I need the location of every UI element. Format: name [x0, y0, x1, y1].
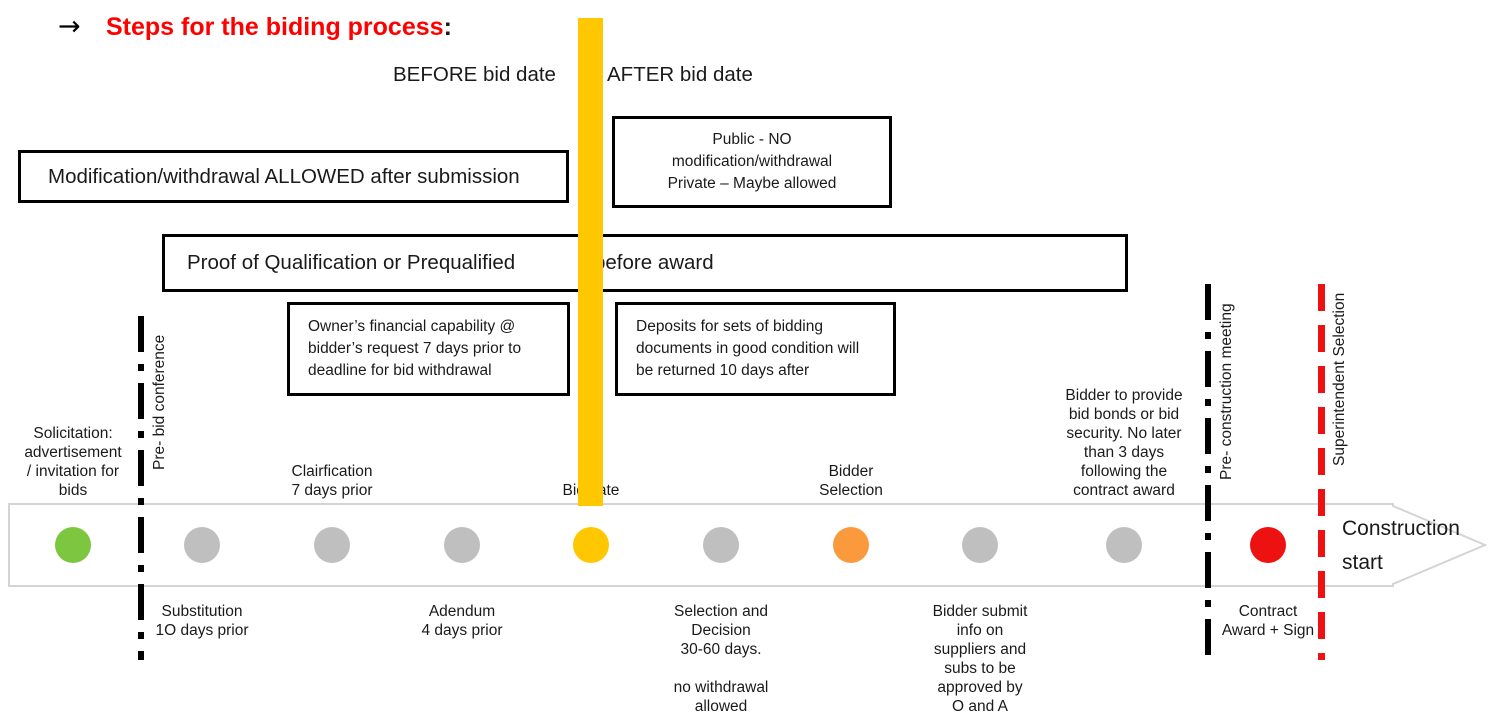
milestone-caption-above-solicitation: Solicitation: advertisement / invitation f… [0, 424, 148, 500]
page-title: Steps for the biding process: [106, 10, 452, 44]
callout-public-private-line-2: modification/withdrawal [671, 153, 833, 170]
milestone-dot-contract-award[interactable] [1250, 527, 1286, 563]
milestone-caption-line: contract award [1073, 482, 1175, 499]
construction-start-line: start [1342, 551, 1383, 574]
milestone-caption-line: allowed [694, 698, 748, 715]
milestone-dot-bid-date[interactable] [573, 527, 609, 563]
milestone-caption-below-bidder-submit-info: Bidder submit info on suppliers and subs to… [905, 602, 1055, 716]
milestone-caption-above-clarification: Clairfication 7 days prior [257, 462, 407, 500]
callout-owner-financial-line-2: bidder’s request 7 days prior to [308, 340, 522, 357]
milestone-dot-bidder-selection[interactable] [833, 527, 869, 563]
divider-label-superintendent-selection: Superintendent Selection [1331, 292, 1348, 466]
callout-owner-financial-capability: Owner’s financial capability @ bidder’s … [287, 302, 570, 396]
milestone-caption-line: Selection [819, 482, 883, 499]
title-arrow-icon: → [58, 11, 81, 42]
milestone-dot-solicitation[interactable] [55, 527, 91, 563]
callout-modification-allowed: Modification/withdrawal ALLOWED after su… [18, 150, 569, 203]
milestone-dot-substitution[interactable] [184, 527, 220, 563]
milestone-caption-line: following the [1080, 463, 1168, 480]
milestone-caption-line: Bidder submit [932, 603, 1028, 620]
milestone-caption-line: Substitution [161, 603, 243, 620]
divider-line-superintendent-selection [1318, 284, 1325, 660]
bid-date-divider-bar [578, 18, 603, 506]
callout-public-private-line-1: Public - NO [712, 131, 792, 148]
milestone-caption-line: 7 days prior [291, 482, 373, 499]
callout-owner-financial-text: Owner’s financial capability @ bidder’s … [290, 316, 567, 382]
milestone-dot-bidder-submit-info[interactable] [962, 527, 998, 563]
milestone-caption-line: approved by [937, 679, 1023, 696]
milestone-caption-line: Award + Sign [1221, 622, 1315, 639]
callout-modification-allowed-text: Modification/withdrawal ALLOWED after su… [48, 164, 520, 188]
milestone-caption-line: 4 days prior [421, 622, 503, 639]
milestone-caption-above-bid-bonds: Bidder to provide bid bonds or bid securit… [1049, 386, 1199, 500]
divider-label-pre-construction-meeting: Pre- construction meeting [1218, 303, 1235, 480]
milestone-caption-line: bid bonds or bid [1068, 406, 1180, 423]
milestone-caption-line: Selection and [674, 603, 768, 620]
callout-deposits-line-3: be returned 10 days after [636, 362, 810, 379]
callout-owner-financial-line-3: deadline for bid withdrawal [308, 362, 492, 379]
callout-proof-qualification-part2: before award [594, 251, 714, 274]
milestone-caption-line: advertisement [24, 444, 122, 461]
timeline-arrow-track [8, 503, 1487, 587]
callout-proof-of-qualification: Proof of Qualification or Prequalified b… [162, 234, 1128, 292]
milestone-caption-line: 1O days prior [155, 622, 249, 639]
callout-public-private-line-3: Private – Maybe allowed [667, 175, 837, 192]
divider-line-pre-bid-conference [138, 316, 144, 660]
callout-deposits-line-2: documents in good condition will [636, 340, 860, 357]
milestone-caption-line: O and A [951, 698, 1008, 715]
milestone-caption-line [646, 659, 796, 678]
phase-label-before: BEFORE bid date [393, 63, 556, 86]
milestone-caption-line: Decision [691, 622, 751, 639]
callout-deposits-text: Deposits for sets of bidding documents i… [618, 316, 893, 382]
callout-owner-financial-line-1: Owner’s financial capability @ [308, 318, 516, 335]
milestone-caption-line: subs to be [944, 660, 1016, 677]
milestone-caption-below-adendum: Adendum 4 days prior [387, 602, 537, 640]
milestone-caption-line: Bidder to provide [1065, 387, 1183, 404]
callout-proof-of-qualification-text: Proof of Qualification or Prequalified b… [165, 250, 1125, 276]
milestone-dot-clarification[interactable] [314, 527, 350, 563]
milestone-caption-line: Clairfication [291, 463, 373, 480]
milestone-dot-adendum[interactable] [444, 527, 480, 563]
milestone-caption-below-substitution: Substitution 1O days prior [127, 602, 277, 640]
construction-start-line: Construction [1342, 517, 1460, 540]
milestone-dot-bid-bonds[interactable] [1106, 527, 1142, 563]
callout-public-private: Public - NO modification/withdrawal Priv… [612, 116, 892, 208]
divider-label-pre-bid-conference: Pre- bid conference [151, 334, 168, 470]
milestone-caption-line: suppliers and [933, 641, 1027, 658]
milestone-caption-line: info on [956, 622, 1004, 639]
milestone-caption-line: Contract [1238, 603, 1298, 620]
milestone-dot-selection-and-decision[interactable] [703, 527, 739, 563]
milestone-caption-line: no withdrawal [673, 679, 769, 696]
page-title-text: Steps for the biding process [106, 13, 444, 41]
callout-deposits-line-1: Deposits for sets of bidding [636, 318, 823, 335]
milestone-caption-line: Adendum [428, 603, 496, 620]
phase-label-after: AFTER bid date [607, 63, 753, 86]
milestone-caption-line: than 3 days [1083, 444, 1165, 461]
callout-public-private-text: Public - NO modification/withdrawal Priv… [615, 129, 889, 195]
callout-proof-qualification-part1: Proof of Qualification or Prequalified [187, 251, 516, 274]
milestone-caption-line: Bidder [828, 463, 874, 480]
construction-start-label: Construction start [1342, 512, 1482, 580]
milestone-caption-line: security. No later [1066, 425, 1182, 442]
milestone-caption-line: 30-60 days. [680, 641, 762, 658]
page-title-colon: : [443, 13, 452, 41]
milestone-caption-line: / invitation for [26, 463, 120, 480]
callout-deposits: Deposits for sets of bidding documents i… [615, 302, 896, 396]
divider-line-pre-construction-meeting [1205, 284, 1211, 660]
milestone-caption-line: bids [58, 482, 88, 499]
milestone-caption-line: Solicitation: [33, 425, 113, 442]
